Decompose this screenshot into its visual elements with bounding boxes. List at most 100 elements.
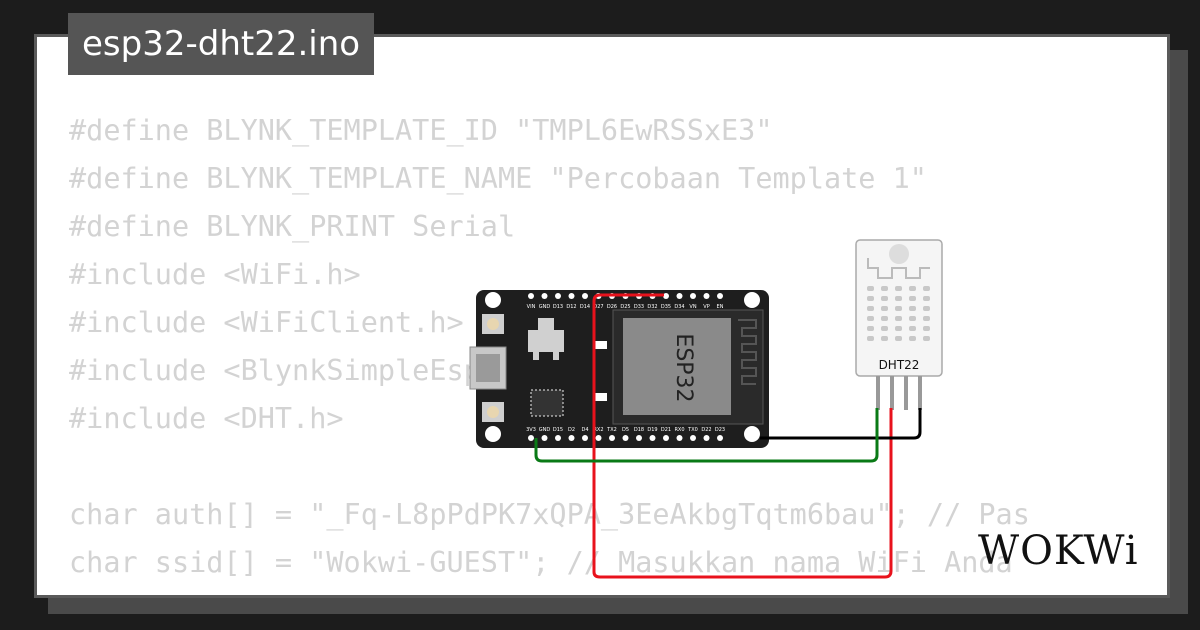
top-pin-label: D34	[674, 304, 684, 310]
sensor-vent	[895, 296, 902, 301]
bottom-pin-label: 3V3	[526, 427, 536, 433]
top-pin-vin[interactable]	[528, 293, 534, 299]
bottom-pin-tx2[interactable]	[609, 435, 615, 441]
top-pin-label: GND	[539, 304, 551, 310]
sensor-vent	[881, 306, 888, 311]
bottom-pin-label: TX0	[687, 427, 698, 433]
sensor-vent	[923, 326, 930, 331]
code-line: char auth[] = "_Fq-L8pPdPK7xQPA_3EeAkbgT…	[69, 498, 1030, 531]
bottom-pin-rx2[interactable]	[595, 435, 602, 441]
sensor-vent	[881, 336, 888, 341]
sensor-vent	[881, 316, 888, 321]
top-pin-label: D14	[580, 304, 590, 310]
top-pin-d14[interactable]	[582, 293, 588, 299]
code-line: #include <DHT.h>	[69, 402, 344, 435]
code-line: #define BLYNK_TEMPLATE_NAME "Percobaan T…	[69, 162, 927, 195]
top-pin-label: VIN	[527, 304, 536, 310]
esp32-chip-label: ESP32	[671, 333, 696, 402]
sensor-vent	[909, 326, 916, 331]
bottom-pin-tx0[interactable]	[690, 435, 696, 441]
code-line: char ssid[] = "Wokwi-GUEST"; // Masukkan…	[69, 546, 1013, 579]
top-pin-en[interactable]	[717, 293, 723, 299]
bottom-pin-d21[interactable]	[663, 435, 669, 441]
sensor-vent	[923, 286, 930, 291]
sensor-vent	[909, 336, 916, 341]
code-line: char pass[] = ""; // Masukkan kata sandi…	[69, 587, 1134, 595]
bottom-pin-3v3[interactable]	[528, 435, 534, 441]
code-line: #define BLYNK_PRINT Serial	[69, 210, 516, 243]
top-pin-d12[interactable]	[568, 293, 575, 299]
bottom-pin-label: GND	[539, 427, 551, 433]
top-pin-label: D12	[566, 304, 576, 310]
bottom-pin-label: D23	[715, 427, 725, 433]
bottom-pin-d22[interactable]	[703, 435, 710, 441]
top-pin-label: D33	[634, 304, 644, 310]
file-name-tab[interactable]: esp32-dht22.ino	[68, 13, 375, 75]
wire-gnd[interactable]	[760, 408, 922, 440]
sensor-vent	[909, 286, 916, 291]
bottom-pin-d18[interactable]	[636, 435, 642, 441]
sensor-vent	[895, 336, 902, 341]
bottom-pin-label: RX0	[674, 427, 684, 433]
sensor-vent	[867, 296, 874, 301]
bottom-pin-label: RX2	[593, 427, 603, 433]
bottom-pin-d2[interactable]	[568, 435, 575, 441]
top-pin-label: D25	[620, 304, 630, 310]
sensor-vent	[923, 316, 930, 321]
top-pin-d13[interactable]	[555, 293, 561, 299]
sensor-vent	[895, 326, 902, 331]
top-pin-d34[interactable]	[676, 293, 683, 299]
bottom-pin-d15[interactable]	[555, 435, 561, 441]
sensor-vent	[923, 306, 930, 311]
bottom-pin-d5[interactable]	[622, 435, 629, 441]
sensor-vent	[867, 286, 874, 291]
sensor-vent	[923, 296, 930, 301]
bottom-pin-gnd[interactable]	[541, 435, 548, 441]
top-pin-d35[interactable]	[663, 293, 669, 299]
bottom-pin-label: D2	[568, 427, 575, 433]
top-pin-label: D13	[553, 304, 563, 310]
sensor-vent	[881, 286, 888, 291]
top-pin-label: D35	[661, 304, 671, 310]
code-line: #include <WiFiClient.h>	[69, 306, 464, 339]
dht22-sensor[interactable]: DHT22	[855, 239, 943, 410]
sensor-vent	[923, 336, 930, 341]
sensor-vent	[867, 316, 874, 321]
bottom-pin-label: D15	[553, 427, 563, 433]
top-pin-vn[interactable]	[690, 293, 696, 299]
sensor-vent	[881, 326, 888, 331]
code-line: #define BLYNK_TEMPLATE_ID "TMPL6EwRSSxE3…	[69, 114, 773, 147]
wire-data[interactable]	[534, 408, 879, 463]
bottom-pin-label: D18	[634, 427, 644, 433]
bottom-pin-rx0[interactable]	[676, 435, 683, 441]
top-pin-label: VP	[703, 304, 709, 310]
top-pin-label: VN	[689, 304, 696, 310]
bottom-pin-d23[interactable]	[717, 435, 723, 441]
top-pin-label: D26	[607, 304, 617, 310]
bottom-pin-label: D4	[581, 427, 588, 433]
code-line: #include <WiFi.h>	[69, 258, 361, 291]
sensor-vent	[909, 296, 916, 301]
wire-vcc[interactable]	[592, 293, 893, 579]
sensor-vent	[867, 306, 874, 311]
sensor-vent	[867, 326, 874, 331]
top-pin-label: D27	[593, 304, 603, 310]
sensor-vent	[867, 336, 874, 341]
sensor-vent	[895, 306, 902, 311]
sensor-vent	[909, 316, 916, 321]
bottom-pin-label: D21	[661, 427, 671, 433]
sensor-vent	[895, 316, 902, 321]
top-pin-gnd[interactable]	[541, 293, 548, 299]
top-pin-label: D32	[647, 304, 657, 310]
bottom-pin-label: D22	[701, 427, 711, 433]
bottom-pin-d4[interactable]	[582, 435, 588, 441]
bottom-pin-label: D19	[647, 427, 657, 433]
bottom-pin-d19[interactable]	[649, 435, 656, 441]
top-pin-vp[interactable]	[703, 293, 710, 299]
sensor-vent	[895, 286, 902, 291]
bottom-pin-label: D5	[622, 427, 629, 433]
sensor-vent	[881, 296, 888, 301]
bottom-pin-label: TX2	[606, 427, 617, 433]
